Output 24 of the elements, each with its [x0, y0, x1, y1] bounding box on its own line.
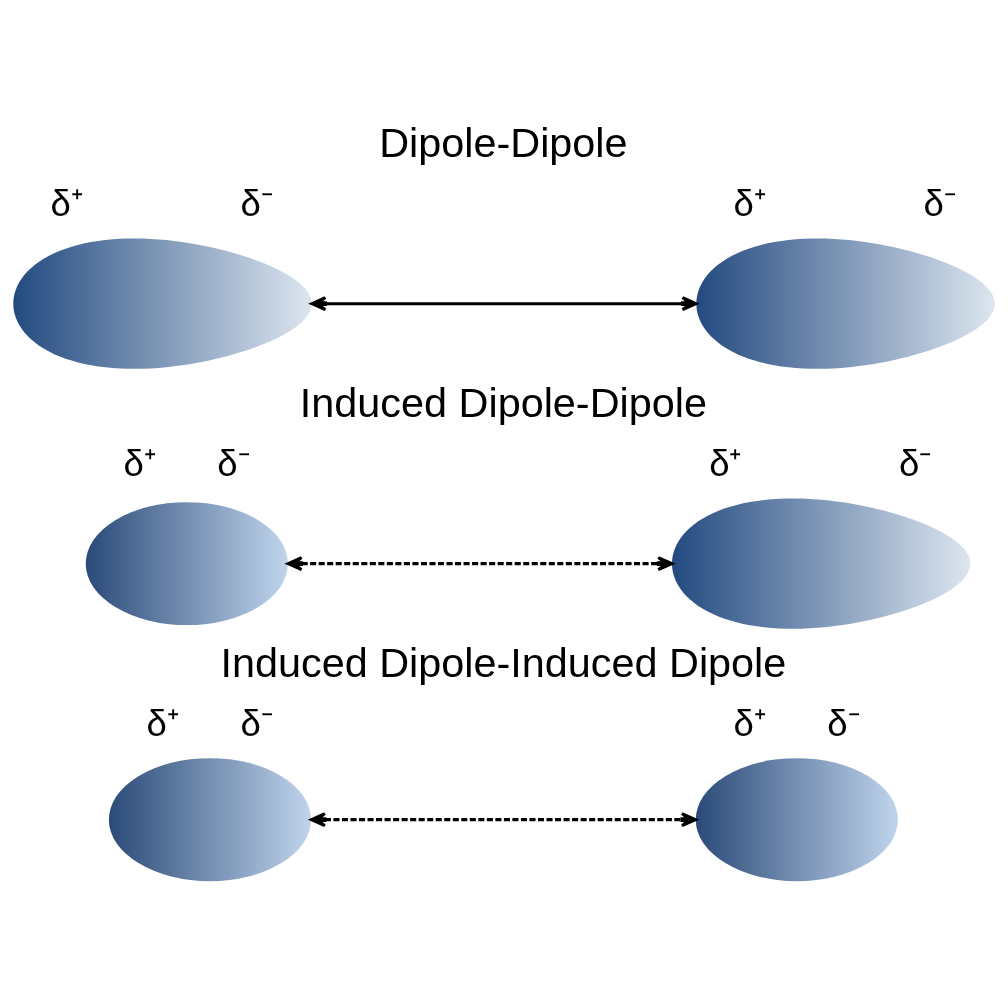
arrow [309, 811, 697, 827]
node-label: δ⁺ [50, 182, 83, 224]
arrow [310, 295, 698, 311]
node-ellipse [85, 501, 288, 625]
node-egg [13, 237, 312, 369]
node-ellipse [695, 757, 898, 881]
node-label: δ⁻ [827, 702, 860, 744]
node-label: δ⁻ [217, 442, 250, 484]
node-label: δ⁻ [240, 702, 273, 744]
node-label: δ⁺ [146, 702, 179, 744]
node-label: δ⁻ [240, 182, 273, 224]
node-label: δ⁺ [123, 442, 156, 484]
label: Induced Dipole-Dipole [299, 379, 707, 426]
node-egg [672, 497, 971, 629]
node-label: δ⁺ [709, 442, 742, 484]
node-label: δ⁻ [923, 182, 956, 224]
label: Induced Dipole-Induced Dipole [220, 639, 787, 686]
node-label: δ⁻ [899, 442, 932, 484]
node-label: δ⁺ [733, 182, 766, 224]
node-label: δ⁺ [733, 702, 766, 744]
arrow [286, 555, 674, 571]
node-egg [696, 237, 995, 369]
node-ellipse [108, 757, 311, 881]
label: Dipole-Dipole [379, 119, 628, 166]
